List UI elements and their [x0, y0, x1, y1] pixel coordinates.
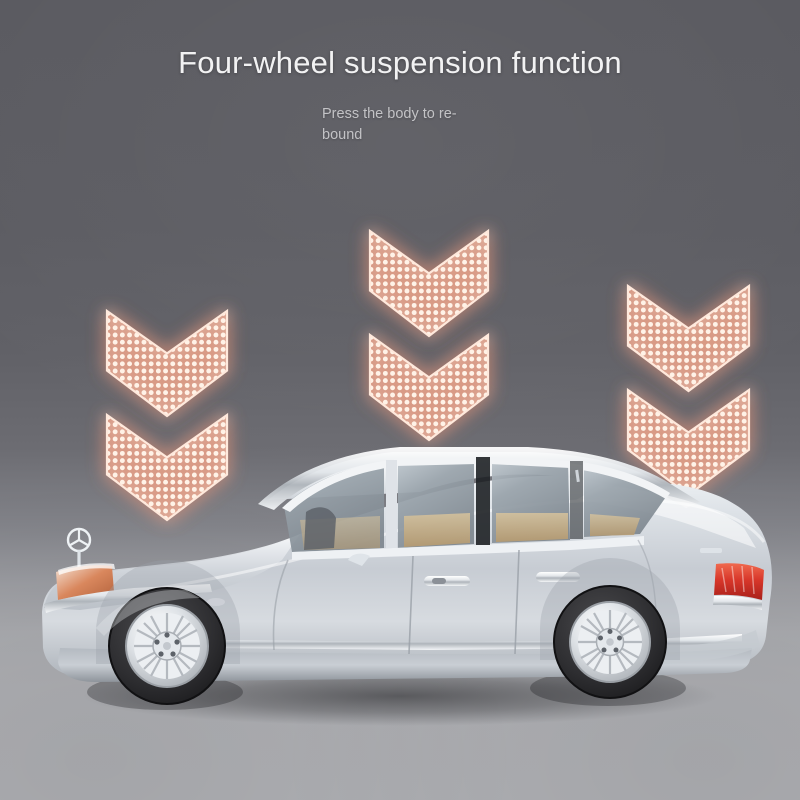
chevron-arrow [92, 296, 242, 428]
chevron-arrow [613, 375, 764, 507]
page-title: Four-wheel suspension function [178, 45, 622, 80]
chevron-arrow [355, 216, 503, 348]
chevron-arrow [355, 320, 503, 452]
arrow-group-left [92, 296, 229, 522]
chevron-arrow [92, 400, 242, 532]
arrow-group-middle [355, 216, 490, 442]
arrow-group-right [613, 271, 751, 497]
chevron-arrow [613, 271, 764, 403]
page-subtitle: Press the body to re-bound [322, 106, 457, 143]
